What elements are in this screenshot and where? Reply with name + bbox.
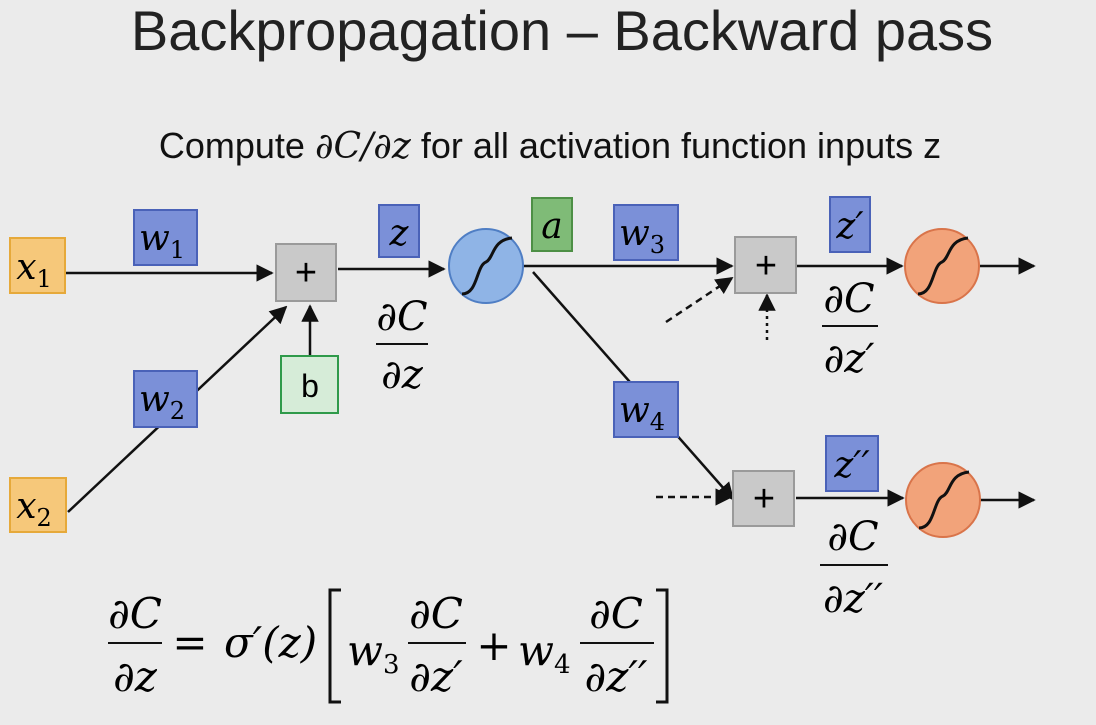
svg-text:w4: w4 (619, 390, 665, 436)
w3-base: w (619, 213, 650, 254)
formula-lhs-num: ∂C (108, 589, 162, 638)
subtitle-expr-numerator: ∂C (315, 126, 361, 167)
weight-w1: w1 (133, 209, 198, 266)
w2-base: w (139, 379, 170, 420)
formula-term2-num: ∂C (589, 589, 643, 638)
z-label: z (389, 213, 410, 254)
backprop-formula: ∂C ∂z = σ′(z) w3 ∂C ∂z′ + w4 ∂C ∂z′′ (108, 588, 669, 704)
svg-text:w4: w4 (518, 626, 571, 680)
svg-text:x1: x1 (16, 247, 52, 293)
x1-sub: 1 (37, 265, 52, 293)
w3-sub: 3 (650, 231, 665, 259)
z-label-box: z (378, 204, 420, 258)
sigmoid-icon (917, 236, 969, 296)
subtitle-prefix: Compute (159, 125, 315, 166)
weight-w4: w4 (613, 381, 679, 438)
formula-term1-num: ∂C (409, 589, 463, 638)
x2-base: x (16, 486, 36, 527)
sum-node-1: + (275, 243, 337, 302)
w1-base: w (139, 218, 170, 259)
x2-sub: 2 (37, 504, 52, 532)
gradient-dC-dzdprime-den: ∂z′′ (823, 576, 883, 622)
neuron-sigmoid-2 (904, 228, 980, 304)
formula-right-bracket (656, 588, 669, 704)
formula-left-bracket (328, 588, 341, 704)
sum-node-3: + (732, 470, 795, 527)
bias-b: b (280, 355, 339, 414)
z-prime-label: z′ (835, 206, 863, 247)
subtitle-suffix: for all activation function inputs z (411, 125, 941, 166)
sum-1-label: + (295, 252, 317, 294)
w4-base: w (619, 390, 650, 431)
svg-text:w2: w2 (139, 379, 185, 425)
formula-term1-den: ∂z′ (409, 652, 463, 701)
gradient-dC-dz-den: ∂z (381, 352, 424, 398)
sum-2-label: + (755, 245, 777, 287)
weight-w3: w3 (613, 204, 679, 261)
neuron-sigmoid-1 (448, 228, 524, 304)
formula-w4-base: w (518, 626, 554, 675)
neuron-sigmoid-3 (905, 462, 981, 538)
subtitle-expr-slash: / (358, 126, 377, 167)
edges (66, 257, 1036, 513)
svg-text:x2: x2 (16, 486, 52, 532)
z-dprime-label: z′′ (833, 445, 869, 486)
gradient-dC-dzprime-den: ∂z′ (824, 336, 875, 382)
gradient-dC-dzprime: ∂C ∂z′ (822, 276, 878, 382)
z-prime-label-box: z′ (829, 196, 871, 253)
gradient-dC-dzdprime-num: ∂C (827, 514, 878, 560)
input-x2: x2 (9, 477, 67, 533)
slide-title: Backpropagation – Backward pass (131, 0, 993, 62)
w4-sub: 4 (650, 408, 665, 436)
weight-w2: w2 (133, 370, 198, 428)
svg-text:w3: w3 (619, 213, 665, 259)
a-label-box: a (531, 197, 573, 252)
slide-subtitle: Compute ∂C/∂z for all activation functio… (159, 125, 941, 167)
w1-sub: 1 (170, 236, 185, 264)
formula-equals: = (172, 618, 207, 667)
bias-label: b (301, 368, 319, 404)
sum-3-label: + (753, 478, 775, 520)
formula-w3-base: w (347, 626, 383, 675)
svg-text:w3: w3 (347, 626, 400, 680)
formula-plus: + (476, 621, 511, 670)
sigmoid-icon (461, 236, 513, 296)
formula-lhs-den: ∂z (113, 652, 158, 701)
w2-sub: 2 (170, 397, 185, 425)
a-label: a (541, 206, 562, 247)
formula-term2-den: ∂z′′ (585, 652, 648, 701)
gradient-dC-dzdprime: ∂C ∂z′′ (820, 514, 888, 622)
sum-node-2: + (734, 236, 797, 294)
gradient-dC-dz-num: ∂C (376, 294, 427, 340)
formula-w4-sub: 4 (554, 650, 571, 680)
input-x1: x1 (9, 237, 66, 294)
x1-base: x (16, 247, 36, 288)
formula-sigma-prime: σ′(z) (224, 618, 317, 667)
formula-w3-sub: 3 (383, 650, 400, 680)
svg-text:w1: w1 (139, 218, 185, 264)
sigmoid-icon (918, 470, 970, 530)
edge-dashed-sum2 (665, 276, 734, 324)
subtitle-expr-denominator: ∂z (373, 126, 412, 167)
gradient-dC-dzprime-num: ∂C (823, 276, 874, 322)
gradient-dC-dz: ∂C ∂z (376, 294, 428, 398)
z-dprime-label-box: z′′ (825, 435, 879, 492)
